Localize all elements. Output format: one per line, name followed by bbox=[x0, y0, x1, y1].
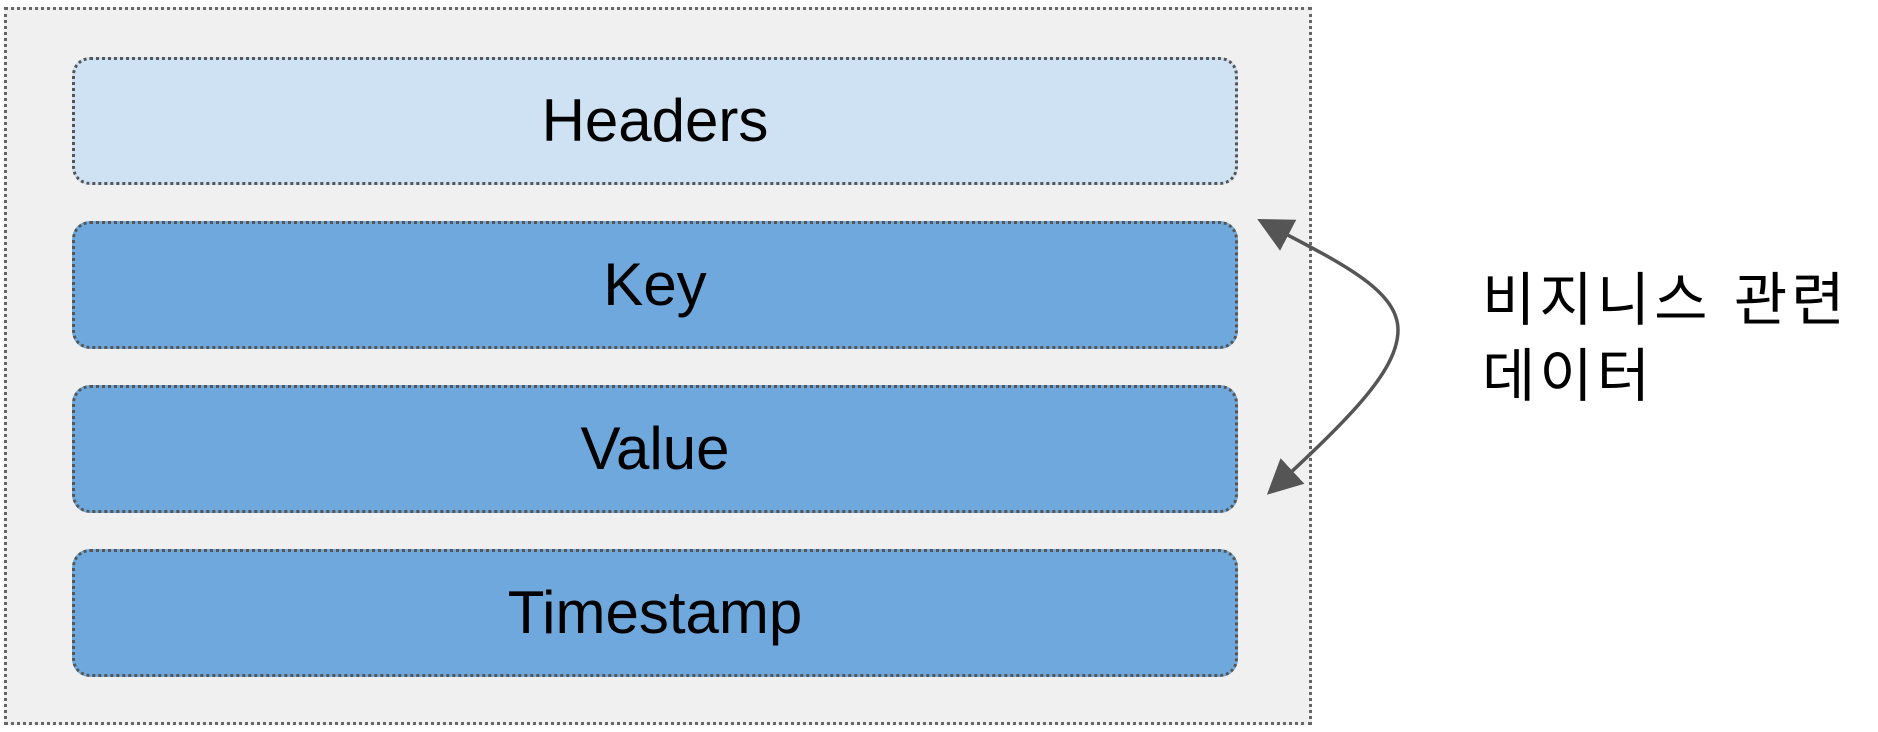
timestamp-field: Timestamp bbox=[72, 549, 1238, 677]
timestamp-label: Timestamp bbox=[507, 579, 803, 646]
annotation-line-1: 비지니스 관련 bbox=[1482, 266, 1849, 334]
key-field: Key bbox=[72, 221, 1238, 349]
value-label: Value bbox=[580, 415, 730, 482]
key-label: Key bbox=[603, 251, 707, 318]
headers-label: Headers bbox=[541, 87, 769, 154]
headers-field: Headers bbox=[72, 57, 1238, 185]
business-data-annotation: 비지니스 관련 데이터 bbox=[1482, 262, 1849, 414]
annotation-line-2: 데이터 bbox=[1482, 342, 1655, 410]
value-field: Value bbox=[72, 385, 1238, 513]
